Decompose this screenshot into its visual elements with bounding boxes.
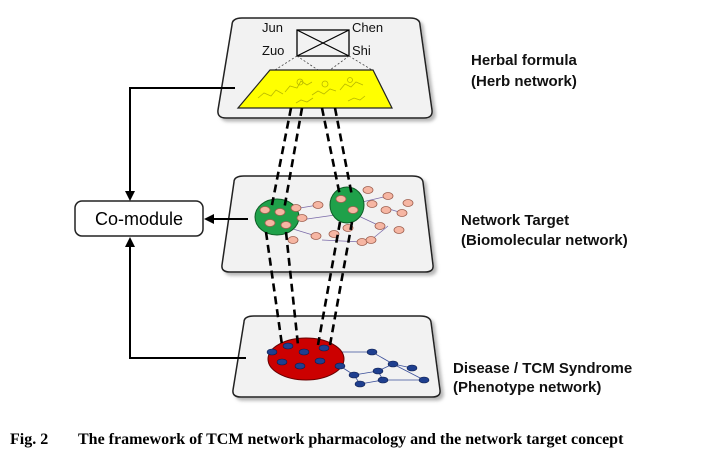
herb-molecule-icons bbox=[257, 77, 366, 104]
target-panel bbox=[221, 175, 434, 273]
layer-connectors bbox=[264, 107, 354, 346]
herb-label-title: Herbal formula bbox=[471, 52, 578, 69]
phenotype-nodes bbox=[266, 342, 430, 388]
shi-label: Shi bbox=[352, 43, 371, 58]
herb-label-subtitle: (Herb network) bbox=[471, 73, 577, 90]
herb-layer: Jun Chen Zuo Shi bbox=[217, 17, 433, 119]
chen-label: Chen bbox=[352, 20, 383, 35]
target-label-title: Network Target bbox=[461, 212, 569, 229]
module-green-left bbox=[254, 198, 300, 236]
comodule-label: Co-module bbox=[95, 209, 183, 229]
zuo-label: Zuo bbox=[262, 43, 284, 58]
target-label-subtitle: (Biomolecular network) bbox=[461, 232, 628, 249]
figure-caption: The framework of TCM network pharmacolog… bbox=[78, 431, 624, 448]
arrow-herb-to-comodule bbox=[125, 87, 235, 201]
formula-structure-box bbox=[296, 29, 350, 57]
disease-label-title: Disease / TCM Syndrome bbox=[453, 360, 632, 377]
comodule-box bbox=[74, 200, 204, 237]
arrow-disease-to-comodule bbox=[125, 237, 246, 359]
figure-number: Fig. 2 bbox=[10, 431, 48, 448]
comodule-group: Co-module bbox=[74, 87, 248, 359]
target-layer bbox=[221, 175, 434, 273]
module-green-right bbox=[329, 186, 365, 224]
disease-layer bbox=[232, 315, 441, 398]
jun-label: Jun bbox=[262, 20, 283, 35]
disease-label-subtitle: (Phenotype network) bbox=[453, 379, 601, 396]
biomolecule-nodes bbox=[259, 186, 414, 246]
